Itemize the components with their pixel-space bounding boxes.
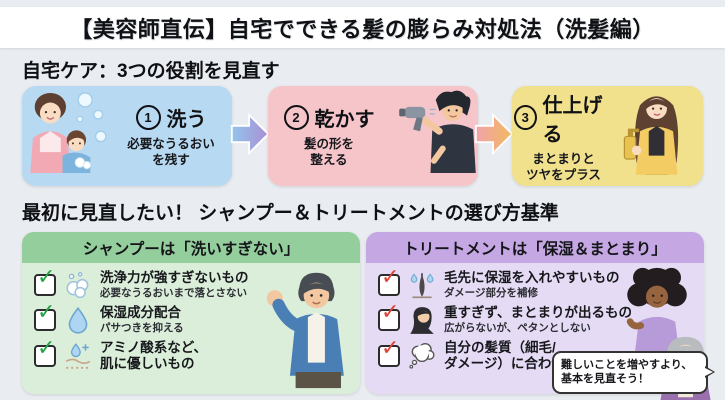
water-drop-icon xyxy=(68,306,88,334)
step-card-dry: 2 乾かす 髪の形を 整える xyxy=(268,86,478,186)
shampoo-item-2-sub: パサつきを抑える xyxy=(100,321,184,334)
checkbox-checked-icon: ✓ xyxy=(34,301,56,331)
treatment-item-1-main: 毛先に保湿を入れやすいもの xyxy=(444,270,620,286)
step2-label: 乾かす xyxy=(314,109,375,132)
shampoo-item-2: ✓ 保湿成分配合 パサつきを抑える xyxy=(34,301,352,335)
treatment-item-2: ✓ 重すぎず、まとまりが出るもの 広がらないが、ペタンとしない xyxy=(378,301,696,335)
shampoo-item-1-main: 洗浄力が強すぎないもの xyxy=(100,270,249,286)
mother-child-illustration xyxy=(22,86,110,186)
page-title: 【美容師直伝】自宅でできる髪の膨らみ対処法（洗髪編） xyxy=(70,16,655,42)
step3-label: 仕上げる xyxy=(542,94,603,146)
treatment-item-1-sub: ダメージ部分を補修 xyxy=(444,286,538,299)
checkbox-checked-icon: ✓ xyxy=(34,266,56,296)
treatment-item-2-main: 重すぎず、まとまりが出るもの xyxy=(444,305,633,321)
checkbox-checked-icon: ✓ xyxy=(378,336,400,367)
treatment-item-3: ✓ 自分の髪質（細毛/ ダメージ）に合わせる xyxy=(378,336,696,371)
treatment-panel-title: トリートメントは「保湿＆まとまり」 xyxy=(366,232,704,263)
treatment-item-3-main: 自分の髪質（細毛/ ダメージ）に合わせる xyxy=(444,340,579,371)
shampoo-item-1-sub: 必要なうるおいまで落とさない xyxy=(100,286,247,299)
curly-hair-woman-illustration xyxy=(626,267,687,361)
step2-title: 2 乾かす xyxy=(283,103,375,132)
step3-number-badge: 3 xyxy=(514,105,537,131)
step-card-finish: 3 仕上げる まとまりと ツヤをプラス xyxy=(512,86,703,186)
title-bar: 【美容師直伝】自宅でできる髪の膨らみ対処法（洗髪編） xyxy=(0,7,725,48)
step3-title: 3 仕上げる xyxy=(514,89,613,147)
section1-heading: 自宅ケア：3つの役割を見直す xyxy=(22,61,280,82)
step1-title: 1 洗う xyxy=(135,103,207,132)
advice-speech-text: 難しいことを増やすより、 基本を見直そう！ xyxy=(561,359,693,386)
man-hairdryer-art xyxy=(399,90,476,173)
long-hair-icon xyxy=(410,307,434,334)
step2-desc: 髪の形を 整える xyxy=(303,137,354,167)
step1-desc: 必要なうるおい を残す xyxy=(127,137,215,167)
foam-icon xyxy=(66,272,89,299)
mother-child-washing-art xyxy=(30,92,107,173)
checkbox-checked-icon: ✓ xyxy=(378,301,400,331)
checkbox-checked-icon: ✓ xyxy=(378,266,400,296)
arrow-right-icon xyxy=(474,112,514,156)
step1-label: 洗う xyxy=(166,109,207,132)
treatment-item-2-sub: 広がらないが、ペタンとしない xyxy=(444,321,591,334)
step2-number-badge: 2 xyxy=(283,105,309,131)
shampoo-item-2-main: 保湿成分配合 xyxy=(100,305,181,321)
step3-desc: まとまりと ツヤをプラス xyxy=(526,151,601,182)
step-card-wash: 1 洗う 必要なうるおい を残す xyxy=(22,86,232,186)
treatment-item-1: ✓ 毛先に保湿を入れやすいもの ダメージ部分を補修 xyxy=(378,266,696,300)
arrow-right-icon xyxy=(230,112,270,156)
speech-bubble-tail xyxy=(705,366,715,378)
checkbox-checked-icon: ✓ xyxy=(34,336,56,367)
hair-follicle-drops-icon xyxy=(410,273,434,299)
shampoo-panel: シャンプーは「洗いすぎない」 ✓ 洗浄力が強すぎないもの 必要なうるおいまで落と… xyxy=(22,232,360,394)
man-thumbs-up-illustration xyxy=(266,272,344,389)
thought-bubble-icon xyxy=(409,342,435,369)
man-hairdryer-illustration xyxy=(390,86,478,186)
step1-number-badge: 1 xyxy=(135,105,161,131)
shampoo-item-3-main: アミノ酸系など、 肌に優しいもの xyxy=(100,340,208,371)
shampoo-panel-title: シャンプーは「洗いすぎない」 xyxy=(22,232,360,263)
scalp-moisture-icon xyxy=(65,342,91,369)
advice-speech-bubble: 難しいことを増やすより、 基本を見直そう！ xyxy=(552,351,715,394)
woman-styling-bottle-art xyxy=(623,96,679,175)
shampoo-item-3: ✓ アミノ酸系など、 肌に優しいもの xyxy=(34,336,352,371)
section2-heading: 最初に見直したい！ シャンプー＆トリートメントの選び方基準 xyxy=(22,203,559,224)
shampoo-item-1: ✓ 洗浄力が強すぎないもの 必要なうるおいまで落とさない xyxy=(34,266,352,300)
woman-bottle-illustration xyxy=(615,86,703,186)
